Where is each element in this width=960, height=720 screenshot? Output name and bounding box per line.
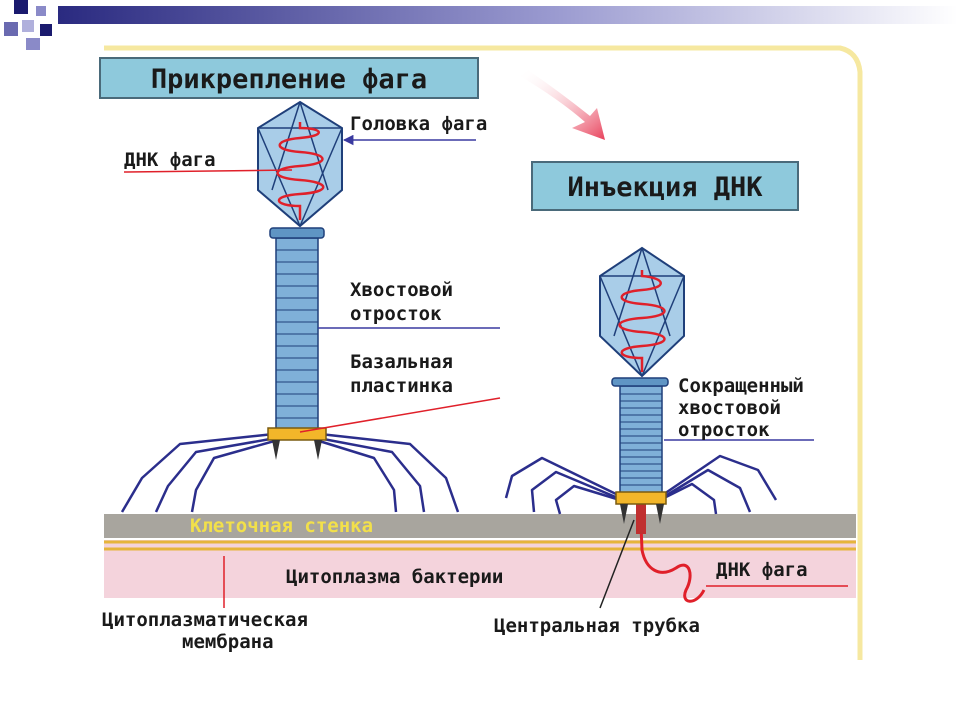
picture-frame (104, 45, 863, 660)
contracted-base-spikes (620, 504, 664, 524)
contracted-tail-sheath (619, 385, 663, 495)
membrane-label-line1: Цитоплазматическая (102, 609, 308, 631)
phage-dna-coil (276, 122, 325, 220)
tail-collar (269, 227, 325, 239)
contracted-tail-label-line2: хвостовой (678, 397, 781, 419)
injected-dna-label: ДНК фага (716, 559, 808, 581)
central-tube-label: Центральная трубка (494, 615, 700, 637)
injection-title-box (531, 161, 799, 211)
tail-rings (276, 249, 318, 419)
membrane-lines (104, 540, 856, 551)
injection-title: Инъекция ДНК (567, 172, 763, 203)
cell-wall-label: Клеточная стенка (190, 515, 373, 537)
tail-fibers-right (504, 454, 778, 515)
head-facets (257, 101, 343, 227)
slide-header-decoration (4, 0, 958, 50)
contracted-tail-collar (611, 377, 669, 387)
base-plate (267, 427, 327, 441)
injecting-phage (504, 246, 778, 603)
phage-dna-label: ДНК фага (124, 149, 216, 171)
tail-fibers-left (120, 432, 460, 513)
central-tube (636, 504, 646, 534)
membrane-label-line2: мембрана (182, 631, 274, 653)
cell-wall-band (104, 514, 856, 538)
pointer-lines (123, 134, 848, 609)
attaching-phage (120, 100, 460, 513)
tail-label-line2: отросток (350, 303, 442, 325)
contracted-base-plate (615, 491, 667, 505)
attachment-title-box (99, 57, 479, 99)
attachment-title: Прикрепление фага (151, 64, 427, 95)
tail-label-line1: Хвостовой (350, 279, 453, 301)
base-plate-label-line1: Базальная (350, 351, 453, 373)
contracted-tail-label-line3: отросток (678, 419, 770, 441)
cytoplasm-label: Цитоплазма бактерии (286, 566, 503, 588)
transition-arrow (520, 70, 605, 140)
base-spikes (272, 440, 322, 460)
contracted-tail-rings (620, 393, 662, 486)
contracted-tail-label-line1: Сокращенный (678, 375, 804, 397)
injecting-dna-coil (618, 270, 666, 372)
injected-dna-strand (638, 499, 706, 603)
phage-head-label: Головка фага (350, 113, 487, 135)
base-plate-label-line2: пластинка (350, 375, 453, 397)
